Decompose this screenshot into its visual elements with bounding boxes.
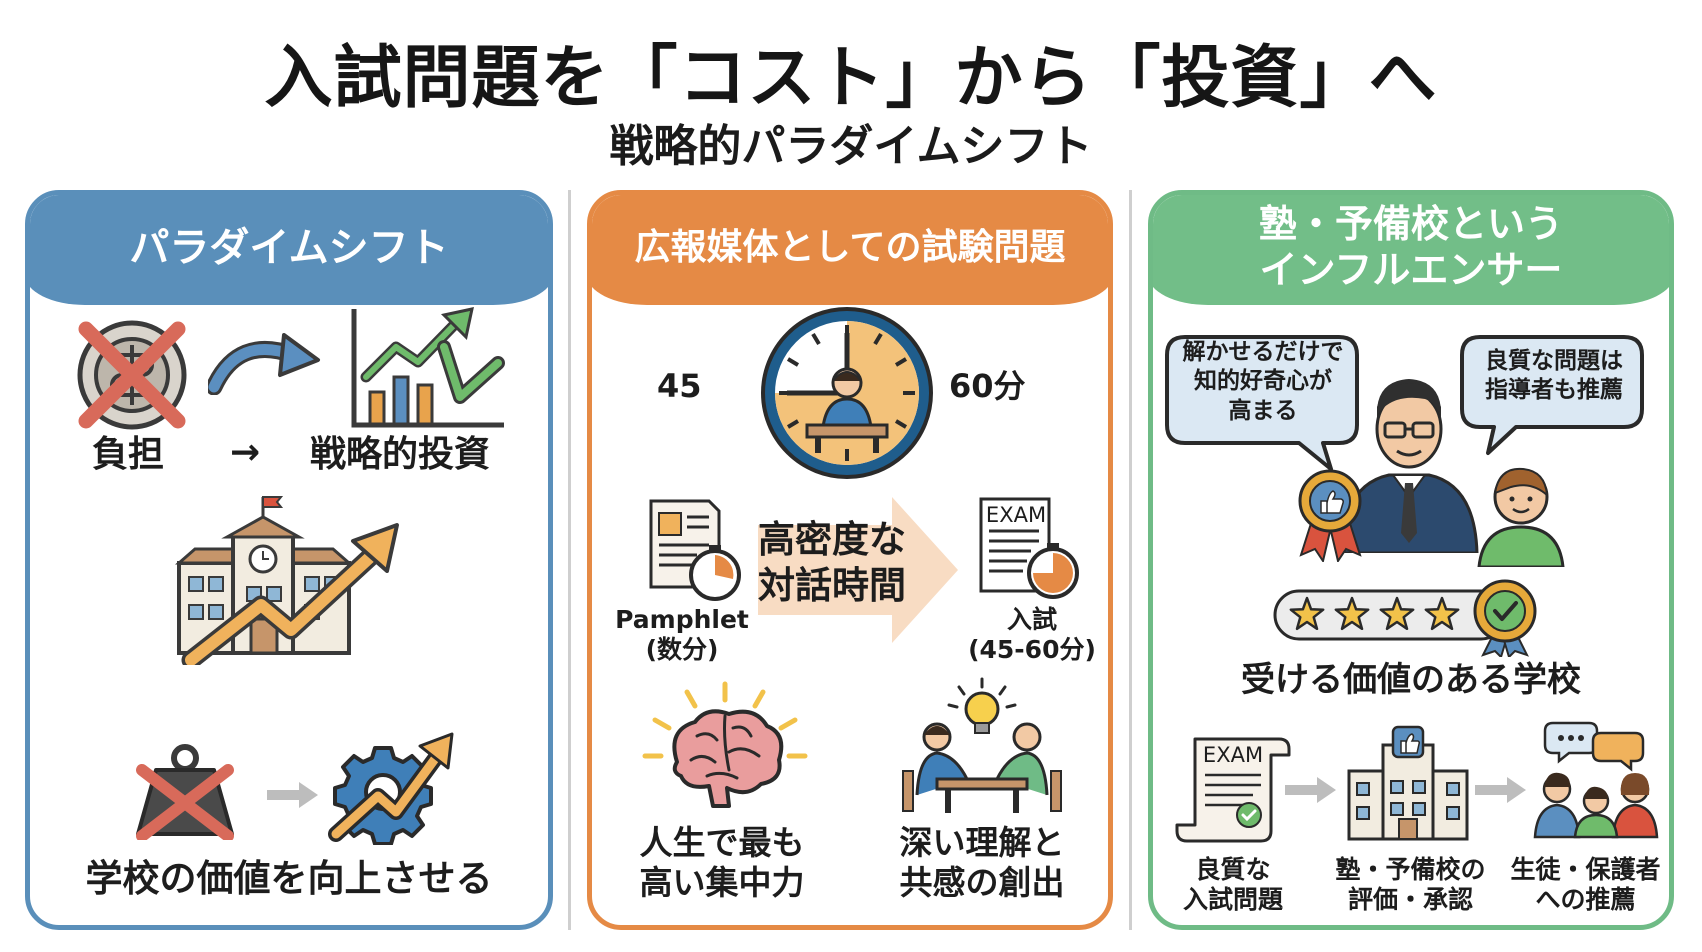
dialogue-lightbulb-icon [897,675,1067,815]
panel-header: 塾・予備校という インフルエンサー [1153,195,1669,305]
star-rating-icon [1271,575,1541,657]
speech-bubble-left [1163,333,1363,473]
pamphlet-label: Pamphlet (数分) [615,605,749,664]
focus-label: 人生で最も 高い集中力 [639,823,805,902]
strategic-investment-label: 戦略的投資 [310,434,491,475]
gray-arrow-icon [1473,775,1528,805]
family-group-icon [1531,715,1661,840]
cram-school-building-icon [1343,723,1473,843]
curved-arrow-icon [208,325,323,395]
clock-left-label: 45 [657,367,702,405]
exam-scroll-icon [1175,735,1295,845]
flow-label-recommendation: 生徒・保護者 への推薦 [1510,855,1661,914]
award-badge-icon [1293,467,1368,562]
star-icon [1424,596,1460,631]
crossed-weight-icon [130,740,240,840]
exam-doc-text: EXAM [985,503,1047,527]
gray-arrow-icon [265,780,320,810]
teacher-icon [1333,363,1483,553]
star-icon [1289,596,1325,631]
crossed-coin-icon [72,315,192,435]
page-title: 入試問題を「コスト」から「投資」へ [264,39,1438,118]
speech-bubble-right [1458,333,1648,458]
value-school-label: 受ける価値のある学校 [1241,660,1581,700]
dialogue-time-label: 高密度な 対話時間 [758,518,906,608]
school-value-label: 学校の価値を向上させる [85,857,493,900]
gear-growth-icon [328,730,458,845]
divider-right [1129,190,1132,930]
school-building-icon [175,495,405,665]
exam-label: 入試 (45-60分) [968,605,1096,664]
speech-bubble-right-text: 良質な問題は 指導者も推薦 [1485,348,1623,404]
panel-exam-as-media: 広報媒体としての試験問題 45 60分 [587,190,1113,930]
burden-label: 負担 [92,434,165,475]
page-subtitle: 戦略的パラダイムシフト [609,121,1093,172]
speech-bubble-left-text: 解かせるだけで 知的好奇心が 高まる [1182,339,1344,424]
big-arrow-icon [752,495,962,645]
exam-scroll-text: EXAM [1202,743,1264,767]
divider-left [568,190,571,930]
pamphlet-stopwatch-icon [647,495,747,605]
brain-icon [637,680,812,815]
star-icon [1379,596,1415,631]
panel-paradigm-shift: パラダイムシフト 負担 → 戦略的投資 [25,190,553,930]
panel-cram-school-influencer: 塾・予備校という インフルエンサー 解かせるだけで 知的好奇心が 高まる 良質な… [1148,190,1674,930]
exam-stopwatch-icon [977,495,1087,605]
student-icon [1471,457,1571,567]
arrow-label: → [230,432,261,473]
flow-label-exam: 良質な 入試問題 [1182,855,1283,914]
empathy-label: 深い理解と 共感の創出 [899,823,1065,902]
panel-header: パラダイムシフト [30,195,548,305]
growth-chart-icon [348,307,508,432]
panel-header: 広報媒体としての試験問題 [592,195,1108,305]
gray-arrow-icon [1283,775,1338,805]
flow-label-cram-school: 塾・予備校の 評価・承認 [1335,855,1486,914]
clock-right-label: 60分 [949,367,1026,405]
star-icon [1334,596,1370,631]
clock-student-icon [757,303,937,483]
